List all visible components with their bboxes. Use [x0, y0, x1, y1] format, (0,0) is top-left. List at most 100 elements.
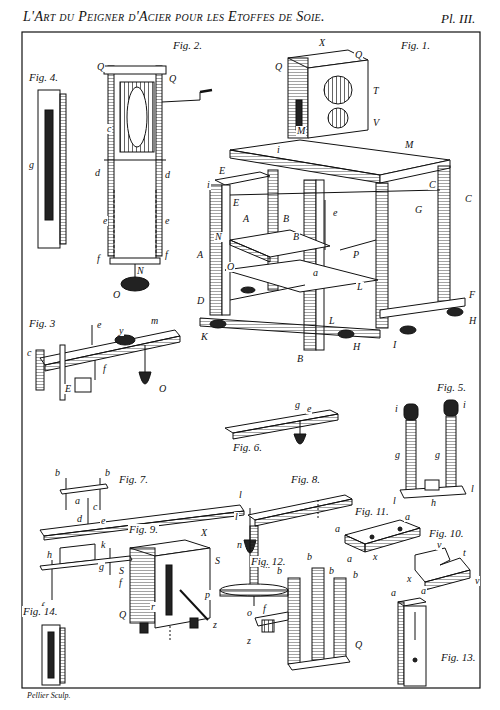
callout-letter: H	[352, 342, 361, 352]
callout-letter: c	[26, 348, 32, 358]
callout-letter: f	[118, 578, 123, 588]
engraving-stroke	[139, 372, 151, 384]
callout-letter: K	[200, 332, 209, 342]
callout-letter: i	[394, 404, 399, 414]
callout-letter: a	[346, 554, 353, 564]
engraving-stroke	[210, 185, 222, 315]
callout-letter: a	[74, 496, 81, 506]
callout-letter: Q	[168, 74, 177, 84]
callout-letter: l	[470, 484, 475, 494]
callout-letter: d	[164, 170, 171, 180]
callout-letter: B	[292, 232, 300, 242]
engraving-stroke	[222, 185, 230, 315]
callout-letter: X	[200, 528, 208, 538]
callout-letter: g	[394, 450, 401, 460]
figure-label: Fig. 4.	[28, 72, 59, 83]
callout-letter: V	[372, 118, 380, 128]
callout-letter: C	[428, 180, 437, 190]
engraving-stroke	[262, 620, 274, 632]
engraving-stroke	[288, 578, 300, 664]
callout-letter: b	[54, 468, 61, 478]
callout-letter: b	[306, 552, 313, 562]
callout-letter: x	[372, 552, 378, 562]
engraving-stroke	[200, 90, 212, 92]
engraving-stroke	[241, 287, 255, 293]
callout-letter: e	[100, 516, 106, 526]
engraving-stroke	[156, 190, 157, 258]
engraving-stroke	[413, 658, 417, 662]
engraving-stroke	[233, 414, 338, 439]
engraving-stroke	[60, 94, 66, 244]
engraving-stroke	[370, 535, 374, 539]
figure-label: Fig. 10.	[428, 528, 465, 539]
engraving-stroke	[400, 326, 416, 334]
engraving-stroke	[288, 58, 308, 138]
engraving-stroke	[447, 308, 463, 316]
engraving-stroke	[95, 360, 96, 380]
callout-letter: Q	[354, 640, 363, 650]
callout-letter: m	[150, 316, 159, 326]
engraving-stroke	[230, 190, 440, 195]
callout-letter: M	[296, 126, 306, 136]
callout-letter: O	[158, 384, 167, 394]
figure-label: Fig. 13.	[440, 652, 477, 663]
callout-letter: T	[372, 86, 380, 96]
figure-6-plank	[225, 410, 338, 444]
callout-letter: n	[236, 540, 243, 550]
engraving-stroke	[415, 612, 416, 640]
callout-letter: b	[276, 566, 283, 576]
callout-letter: i	[462, 400, 467, 410]
callout-letter: a	[390, 588, 397, 598]
engraving-stroke	[45, 110, 53, 220]
callout-letter: e	[306, 404, 312, 414]
callout-letter: a	[404, 512, 411, 522]
callout-letter: N	[136, 266, 145, 276]
callout-letter: c	[92, 502, 98, 512]
engraving-stroke	[324, 76, 352, 104]
engraving-stroke	[162, 100, 200, 102]
callout-letter: p	[204, 590, 211, 600]
callout-letter: Q	[354, 50, 363, 60]
engraving-stroke	[446, 416, 456, 490]
callout-letter: H	[468, 316, 477, 326]
figure-label: Fig. 8.	[290, 474, 321, 485]
callout-letter: g	[294, 400, 301, 410]
callout-letter: c	[106, 124, 112, 134]
engraving-stroke	[108, 66, 114, 256]
engraving-stroke	[225, 260, 378, 292]
callout-letter: e	[164, 216, 170, 226]
callout-letter: g	[98, 562, 105, 572]
engraving-stroke	[115, 335, 135, 345]
callout-letter: G	[414, 205, 423, 215]
engraving-stroke	[398, 527, 402, 531]
engraving-stroke	[120, 82, 154, 152]
callout-letter: f	[96, 254, 101, 264]
callout-letter: L	[356, 282, 364, 292]
engraving-stroke	[404, 606, 426, 686]
callout-letter: k	[100, 540, 106, 550]
callout-letter: A	[196, 250, 204, 260]
engraving-stroke	[200, 318, 380, 338]
callout-letter: Q	[274, 62, 283, 72]
callout-letter: f	[262, 604, 267, 614]
engraving-stroke	[376, 183, 388, 328]
engraving-stroke	[36, 350, 44, 390]
engraving-stroke	[255, 499, 352, 526]
engraving-stroke	[104, 66, 166, 74]
callout-letter: z	[246, 636, 252, 646]
engraving-stroke	[230, 230, 330, 257]
callout-letter: h	[430, 498, 437, 508]
plate-note: Pellier Sculp.	[26, 692, 72, 700]
callout-letter: f	[164, 250, 169, 260]
figure-3-lever	[36, 325, 180, 400]
figure-14-bar	[42, 625, 65, 685]
engraving-stroke	[230, 285, 305, 300]
callout-letter: D	[196, 296, 205, 306]
callout-letter: P	[352, 250, 360, 260]
figure-9-housing	[130, 540, 210, 640]
engraving-stroke	[40, 505, 244, 536]
callout-letter: y	[118, 326, 124, 336]
engraving-stroke	[398, 602, 404, 684]
callout-letter: h	[46, 550, 53, 560]
engraving-stroke	[380, 298, 465, 318]
